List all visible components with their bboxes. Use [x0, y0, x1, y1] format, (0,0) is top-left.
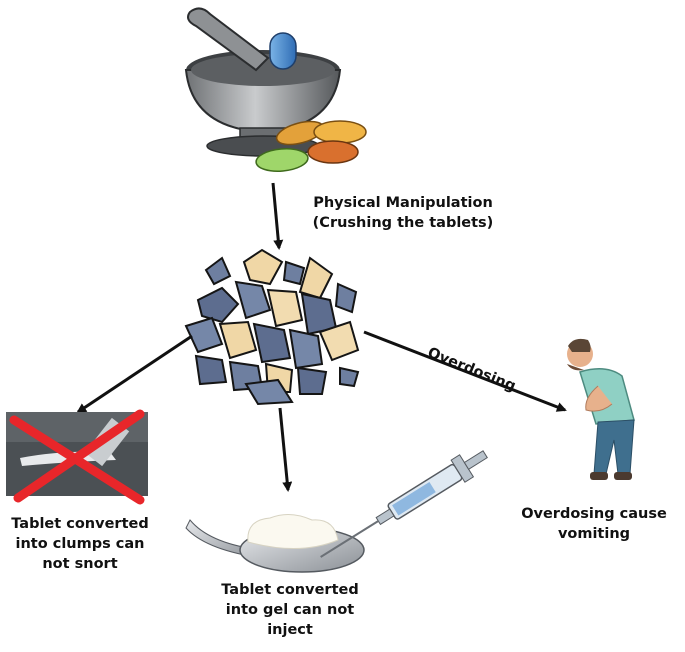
arrow-crushing — [271, 182, 284, 250]
spoon-gel-syringe-icon — [185, 450, 488, 573]
label-snort: Tablet converted into clumps can not sno… — [0, 514, 160, 574]
vomiting-person-icon — [567, 338, 635, 480]
arrow-to-snort — [76, 334, 193, 414]
label-snort-line: not snort — [42, 556, 118, 572]
crushed-tablet-fragments-icon — [184, 248, 360, 406]
mortar-pestle-pills-icon — [184, 7, 367, 172]
label-snort-line: Tablet converted — [11, 516, 149, 532]
label-vomit-line: vomiting — [557, 526, 631, 542]
label-gel-line: into gel can not — [225, 602, 355, 618]
arrow-overdosing — [363, 330, 567, 412]
label-gel-line: inject — [267, 622, 313, 638]
arrow-to-gel — [278, 407, 293, 492]
diagram-arrows — [76, 182, 567, 492]
label-snort-line: into clumps can — [15, 536, 145, 552]
label-vomit-line: Overdosing cause — [521, 506, 667, 522]
crossed-out-snorting-icon — [6, 409, 148, 505]
label-vomit: Overdosing cause vomiting — [508, 504, 680, 544]
label-crushing-line: (Crushing the tablets) — [312, 215, 494, 231]
label-gel-line: Tablet converted — [221, 582, 359, 598]
label-gel: Tablet converted into gel can not inject — [200, 580, 380, 640]
label-crushing-line: Physical Manipulation — [313, 195, 493, 211]
label-crushing: Physical Manipulation (Crushing the tabl… — [288, 193, 518, 233]
